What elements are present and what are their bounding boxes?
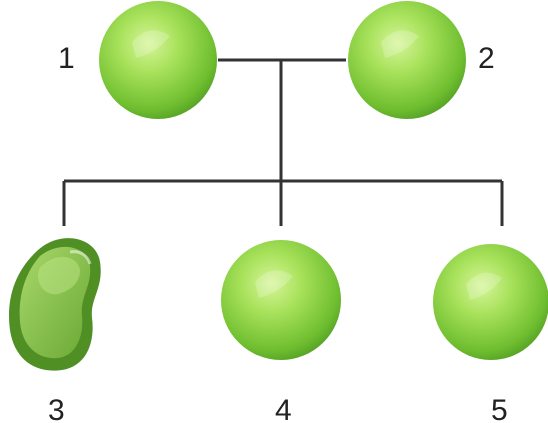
offspring-pea-4 bbox=[221, 240, 341, 360]
offspring-pea-5 bbox=[433, 244, 548, 360]
offspring-5-label: 5 bbox=[491, 394, 508, 423]
offspring-4-label: 4 bbox=[275, 394, 292, 423]
parent-1-label: 1 bbox=[58, 42, 75, 75]
connector-lines bbox=[62, 58, 504, 226]
parent-2-label: 2 bbox=[478, 42, 495, 75]
offspring-bean-3 bbox=[9, 238, 101, 371]
parent-pea-1 bbox=[99, 1, 217, 119]
offspring-3-label: 3 bbox=[48, 394, 65, 423]
parent-pea-2 bbox=[348, 1, 466, 119]
